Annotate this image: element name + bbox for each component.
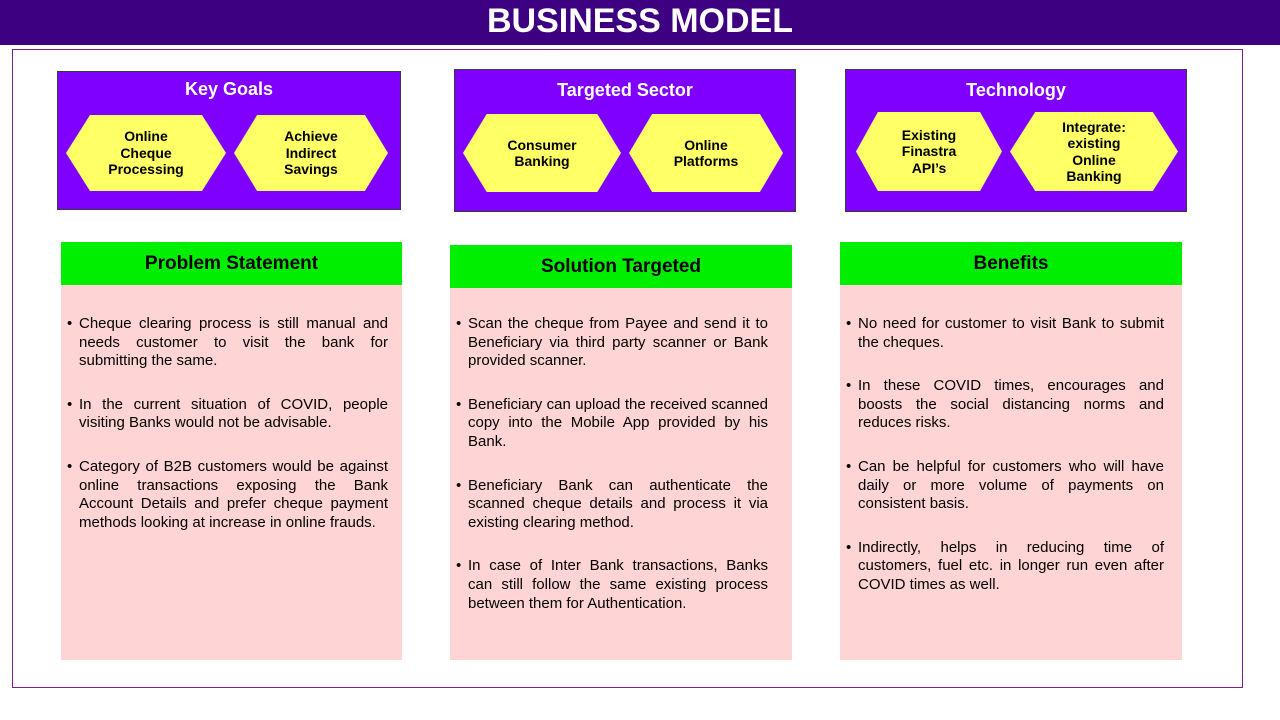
list-item: Beneficiary can upload the received scan… — [456, 396, 768, 452]
list-item: In case of Inter Bank transactions, Bank… — [456, 557, 768, 613]
solution-targeted-list: Scan the cheque from Payee and send it t… — [456, 315, 768, 638]
technology-box: Technology Existing Finastra API’s Integ… — [845, 69, 1187, 212]
list-item: Can be helpful for customers who will ha… — [846, 458, 1164, 514]
benefits-body: No need for customer to visit Bank to su… — [840, 285, 1182, 660]
title-bar — [0, 0, 1280, 45]
list-item: Indirectly, helps in reducing time of cu… — [846, 539, 1164, 595]
problem-statement-list: Cheque clearing process is still manual … — [67, 315, 388, 557]
problem-statement-header: Problem Statement — [61, 242, 402, 285]
solution-targeted-header: Solution Targeted — [450, 245, 792, 288]
list-item: No need for customer to visit Bank to su… — [846, 315, 1164, 352]
goal-achieve-indirect-savings: Achieve Indirect Savings — [234, 115, 388, 191]
sector-online-platforms: Online Platforms — [629, 114, 783, 192]
problem-statement-body: Cheque clearing process is still manual … — [61, 285, 402, 660]
list-item: In the current situation of COVID, peopl… — [67, 396, 388, 433]
list-item: Cheque clearing process is still manual … — [67, 315, 388, 371]
goal-online-cheque-processing: Online Cheque Processing — [66, 115, 226, 191]
tech-integrate-online-banking: Integrate: existing Online Banking — [1010, 112, 1178, 191]
solution-targeted-body: Scan the cheque from Payee and send it t… — [450, 288, 792, 660]
list-item: Category of B2B customers would be again… — [67, 458, 388, 532]
list-item: In these COVID times, encourages and boo… — [846, 377, 1164, 433]
targeted-sector-title: Targeted Sector — [557, 80, 693, 100]
benefits-header: Benefits — [840, 242, 1182, 285]
key-goals-title: Key Goals — [184, 79, 274, 99]
benefits-list: No need for customer to visit Bank to su… — [846, 315, 1164, 620]
list-item: Scan the cheque from Payee and send it t… — [456, 315, 768, 371]
technology-title: Technology — [966, 80, 1066, 100]
page-title: BUSINESS MODEL — [486, 2, 794, 40]
key-goals-box: Key Goals Online Cheque Processing Achie… — [57, 71, 401, 210]
targeted-sector-box: Targeted Sector Consumer Banking Online … — [454, 69, 796, 212]
list-item: Beneficiary Bank can authenticate the sc… — [456, 477, 768, 533]
content-frame — [12, 49, 1243, 688]
sector-consumer-banking: Consumer Banking — [463, 114, 621, 192]
tech-existing-finastra-apis: Existing Finastra API’s — [856, 112, 1002, 191]
